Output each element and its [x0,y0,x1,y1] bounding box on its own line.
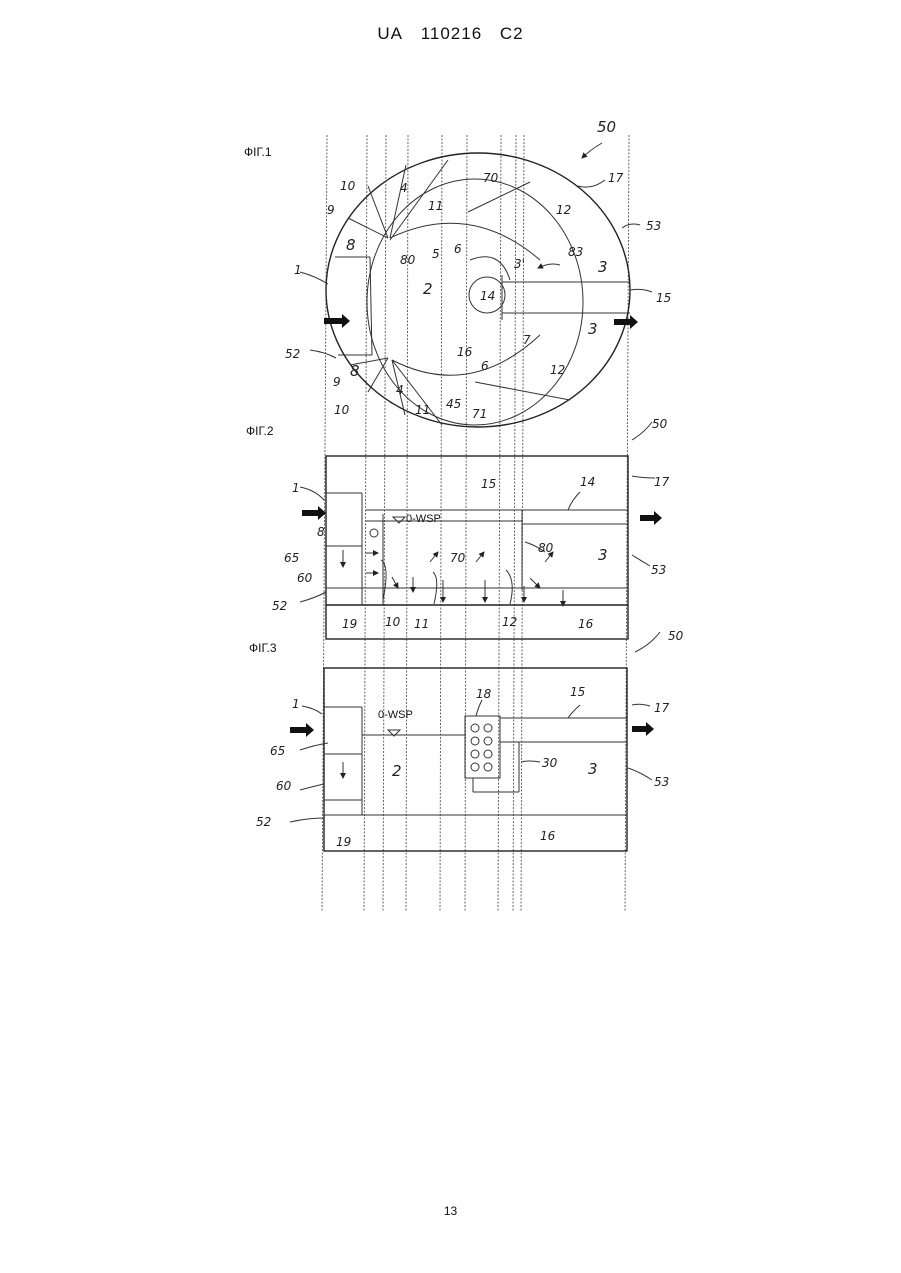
reference-numeral: 53 [654,775,669,789]
reference-numeral: 80 [400,253,416,267]
reference-numeral: 65 [284,551,299,565]
reference-numeral: 50 [652,417,668,431]
reference-numeral: 9 [327,203,335,217]
reference-numeral: 5 [432,247,440,261]
fig3-label: ФІГ.3 [249,641,277,655]
reference-numeral: 83 [568,245,583,259]
reference-numeral: 15 [570,685,585,699]
figure-2: ФІГ.2 0-WSP [246,417,670,639]
reference-numeral: 7 [523,333,531,347]
reference-numeral: 3' [514,257,525,271]
reference-numeral: 15 [481,477,496,491]
reference-numeral: 70 [483,171,499,185]
reference-numeral: 53 [651,563,666,577]
reference-numeral: 80 [538,541,554,555]
reference-numeral: 60 [297,571,313,585]
reference-numeral: 30 [542,756,558,770]
reference-numeral: 12 [556,203,571,217]
reference-numeral: 14 [580,475,595,489]
fig2-wsp: 0-WSP [406,513,441,525]
reference-numeral: 19 [342,617,357,631]
page-number: 13 [0,1204,901,1218]
reference-numeral: 6 [481,359,489,373]
water-level-triangle [393,517,405,523]
reference-numeral: 70 [450,551,466,565]
reference-numeral: 8 [350,362,360,380]
reference-numeral: 8 [317,525,325,539]
reference-numeral: 9 [333,375,341,389]
fig1-label: ФІГ.1 [244,145,272,159]
reference-numeral: 50 [668,629,684,643]
reference-numeral: 12 [502,615,517,629]
reference-numeral: 12 [550,363,565,377]
reference-numeral: 17 [608,171,624,185]
reference-numeral: 65 [270,744,285,758]
aerator-block [465,716,500,778]
reference-numeral: 8 [346,236,356,254]
reference-numeral: 14 [480,289,495,303]
reference-numeral: 15 [656,291,671,305]
reference-numeral: 10 [334,403,350,417]
reference-numeral: 45 [446,397,461,411]
reference-numeral: 1 [292,697,300,711]
fig2-label: ФІГ.2 [246,424,274,438]
reference-numeral: 52 [272,599,287,613]
reference-numeral: 50 [597,118,616,136]
reference-numeral: 16 [457,345,473,359]
reference-numeral: 11 [428,199,443,213]
reference-numeral: 10 [340,179,356,193]
reference-numeral: 71 [472,407,487,421]
reference-numeral: 52 [285,347,300,361]
reference-numeral: 19 [336,835,351,849]
reference-numeral: 16 [540,829,556,843]
reference-numeral: 60 [276,779,292,793]
reference-numeral: 3 [598,546,608,564]
reference-numeral: 11 [415,403,430,417]
reference-numeral: 1 [294,263,302,277]
reference-numeral: 18 [476,687,492,701]
reference-numeral: 53 [646,219,661,233]
reference-numeral: 10 [385,615,401,629]
reference-numeral: 3 [588,320,598,338]
reference-numeral: 2 [392,762,402,780]
reference-numeral: 11 [414,617,429,631]
figure-1: ФІГ.1 50 [244,118,671,427]
reference-numeral: 3 [598,258,608,276]
reference-numeral: 1 [292,481,300,495]
reference-numeral: 4 [396,383,404,397]
reference-numeral: 16 [578,617,594,631]
reference-numeral: 52 [256,815,271,829]
reference-numeral: 4 [400,181,408,195]
reference-numeral: 2 [423,280,433,298]
reference-numeral: 3 [588,760,598,778]
figure-3: ФІГ.3 0-WSP 5 [249,629,684,851]
fig3-wsp: 0-WSP [378,709,413,721]
aerator-circles [471,724,492,771]
reference-numeral: 6 [454,242,462,256]
reference-numeral: 17 [654,475,670,489]
reference-numeral: 17 [654,701,670,715]
